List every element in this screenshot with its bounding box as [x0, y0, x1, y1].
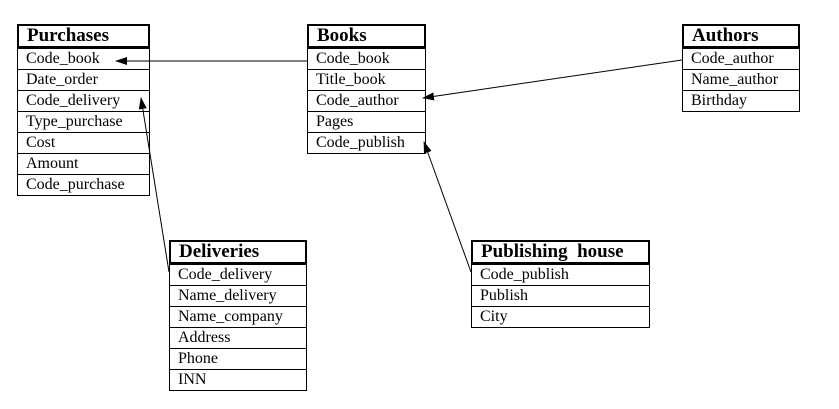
field-deliveries-inn: INN	[170, 370, 306, 391]
deliveries-fields: Code_delivery Name_delivery Name_company…	[169, 265, 307, 391]
publishing-house-fields: Code_publish Publish City	[471, 265, 650, 328]
publishing-house-title: Publishing house	[471, 240, 650, 265]
field-publishing-house-publish: Publish	[472, 286, 649, 307]
deliveries-title: Deliveries	[169, 240, 307, 265]
field-books-code-author: Code_author	[308, 91, 425, 112]
link-authors-to-books-code-author	[422, 59, 683, 101]
field-purchases-date-order: Date_order	[18, 70, 149, 91]
field-deliveries-address: Address	[170, 328, 306, 349]
field-publishing-house-city: City	[472, 307, 649, 328]
field-books-code-publish: Code_publish	[308, 133, 425, 154]
authors-title: Authors	[682, 24, 800, 49]
books-fields: Code_book Title_book Code_author Pages C…	[307, 49, 426, 154]
field-purchases-code-delivery: Code_delivery	[18, 91, 149, 112]
field-deliveries-code-delivery: Code_delivery	[170, 265, 306, 286]
field-books-code-book: Code_book	[308, 49, 425, 70]
field-books-pages: Pages	[308, 112, 425, 133]
field-authors-code-author: Code_author	[683, 49, 799, 70]
field-deliveries-phone: Phone	[170, 349, 306, 370]
field-purchases-code-purchase: Code_purchase	[18, 175, 149, 196]
books-title: Books	[307, 24, 426, 49]
field-deliveries-name-delivery: Name_delivery	[170, 286, 306, 307]
field-purchases-type-purchase: Type_purchase	[18, 112, 149, 133]
link-publishing-house-to-books-code-publish	[423, 141, 472, 273]
field-purchases-cost: Cost	[18, 133, 149, 154]
field-publishing-house-code-publish: Code_publish	[472, 265, 649, 286]
authors-fields: Code_author Name_author Birthday	[682, 49, 800, 112]
field-purchases-code-book: Code_book	[18, 49, 149, 70]
field-books-title-book: Title_book	[308, 70, 425, 91]
purchases-title: Purchases	[17, 24, 150, 49]
field-authors-name-author: Name_author	[683, 70, 799, 91]
purchases-fields: Code_book Date_order Code_delivery Type_…	[17, 49, 150, 196]
field-purchases-amount: Amount	[18, 154, 149, 175]
field-authors-birthday: Birthday	[683, 91, 799, 112]
field-deliveries-name-company: Name_company	[170, 307, 306, 328]
